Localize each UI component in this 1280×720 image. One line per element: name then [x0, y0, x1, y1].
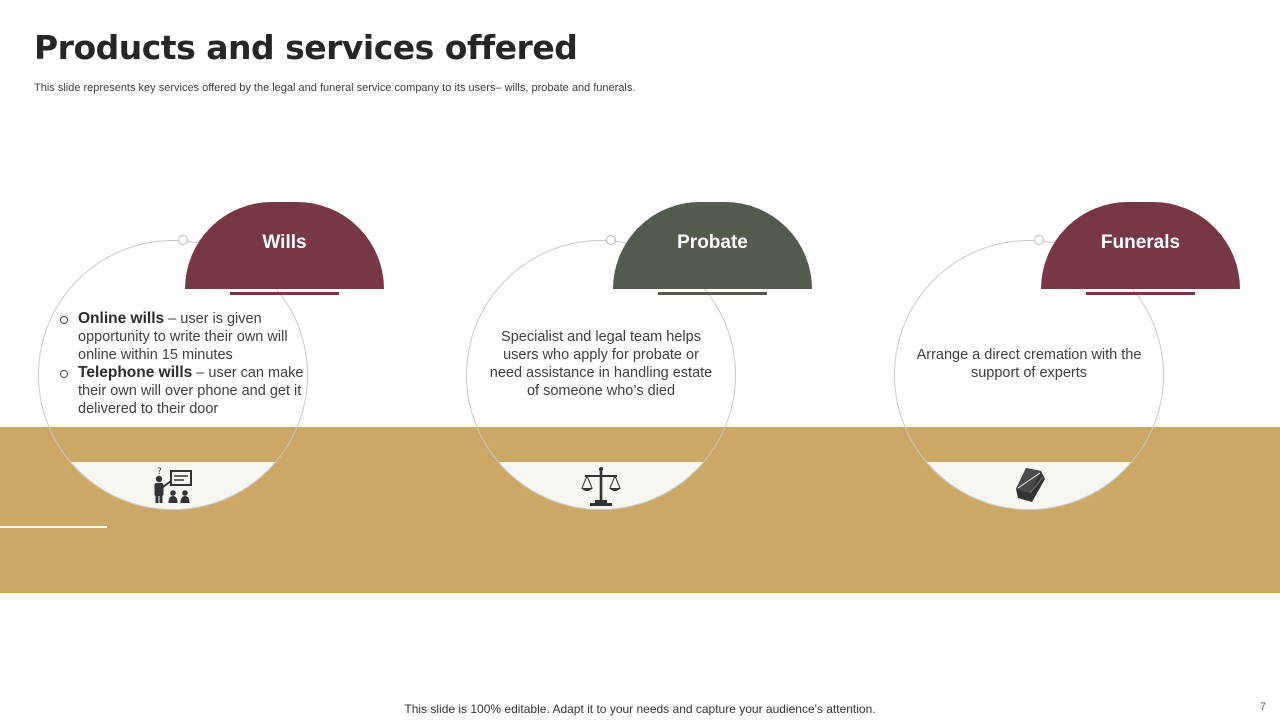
card-header-wills: Wills — [185, 202, 384, 289]
coffin-icon — [1012, 465, 1048, 510]
svg-text:?: ? — [157, 467, 162, 477]
card-underline — [230, 292, 339, 295]
page-title: Products and services offered — [34, 28, 578, 67]
card-circle — [894, 240, 1164, 510]
card-description: Arrange a direct cremation with the supp… — [894, 346, 1164, 382]
connector-dot — [1034, 235, 1044, 245]
card-title: Funerals — [1100, 231, 1181, 253]
card-underline — [658, 292, 767, 295]
scales-of-justice-icon — [580, 465, 622, 512]
bullet-text: – user can make their own will over phon… — [78, 365, 304, 417]
card-description: Specialist and legal team helps users wh… — [466, 328, 736, 400]
service-card-funerals: Funerals Arrange a direct cremation with… — [894, 200, 1274, 520]
footer-note: This slide is 100% editable. Adapt it to… — [404, 702, 876, 716]
bullet-label: Online wills — [78, 310, 165, 327]
card-description: Online wills – user is given opportunity… — [38, 310, 308, 418]
card-circle — [38, 240, 308, 510]
page-subtitle: This slide represents key services offer… — [34, 82, 636, 94]
people-presentation-icon: ? — [152, 465, 194, 510]
service-card-probate: Probate Specialist and legal team helps … — [466, 200, 846, 520]
card-title: Probate — [677, 231, 748, 253]
description-text: Specialist and legal team helps users wh… — [489, 329, 713, 399]
bullet-text: – user is given opportunity to write the… — [78, 311, 288, 363]
bullet-label: Telephone wills — [78, 364, 193, 381]
service-card-wills: Wills Online wills – user is given oppor… — [38, 200, 418, 520]
bullet-item: Telephone wills – user can make their ow… — [58, 364, 308, 418]
card-circle — [466, 240, 736, 510]
card-underline — [1086, 292, 1195, 295]
connector-dot — [178, 235, 188, 245]
page-number: 7 — [1259, 701, 1266, 713]
description-text: Arrange a direct cremation with the supp… — [916, 347, 1142, 381]
band-accent-line — [0, 526, 107, 528]
card-title: Wills — [262, 231, 307, 253]
connector-dot — [606, 235, 616, 245]
card-header-probate: Probate — [613, 202, 812, 289]
bullet-item: Online wills – user is given opportunity… — [58, 310, 308, 364]
card-header-funerals: Funerals — [1041, 202, 1240, 289]
